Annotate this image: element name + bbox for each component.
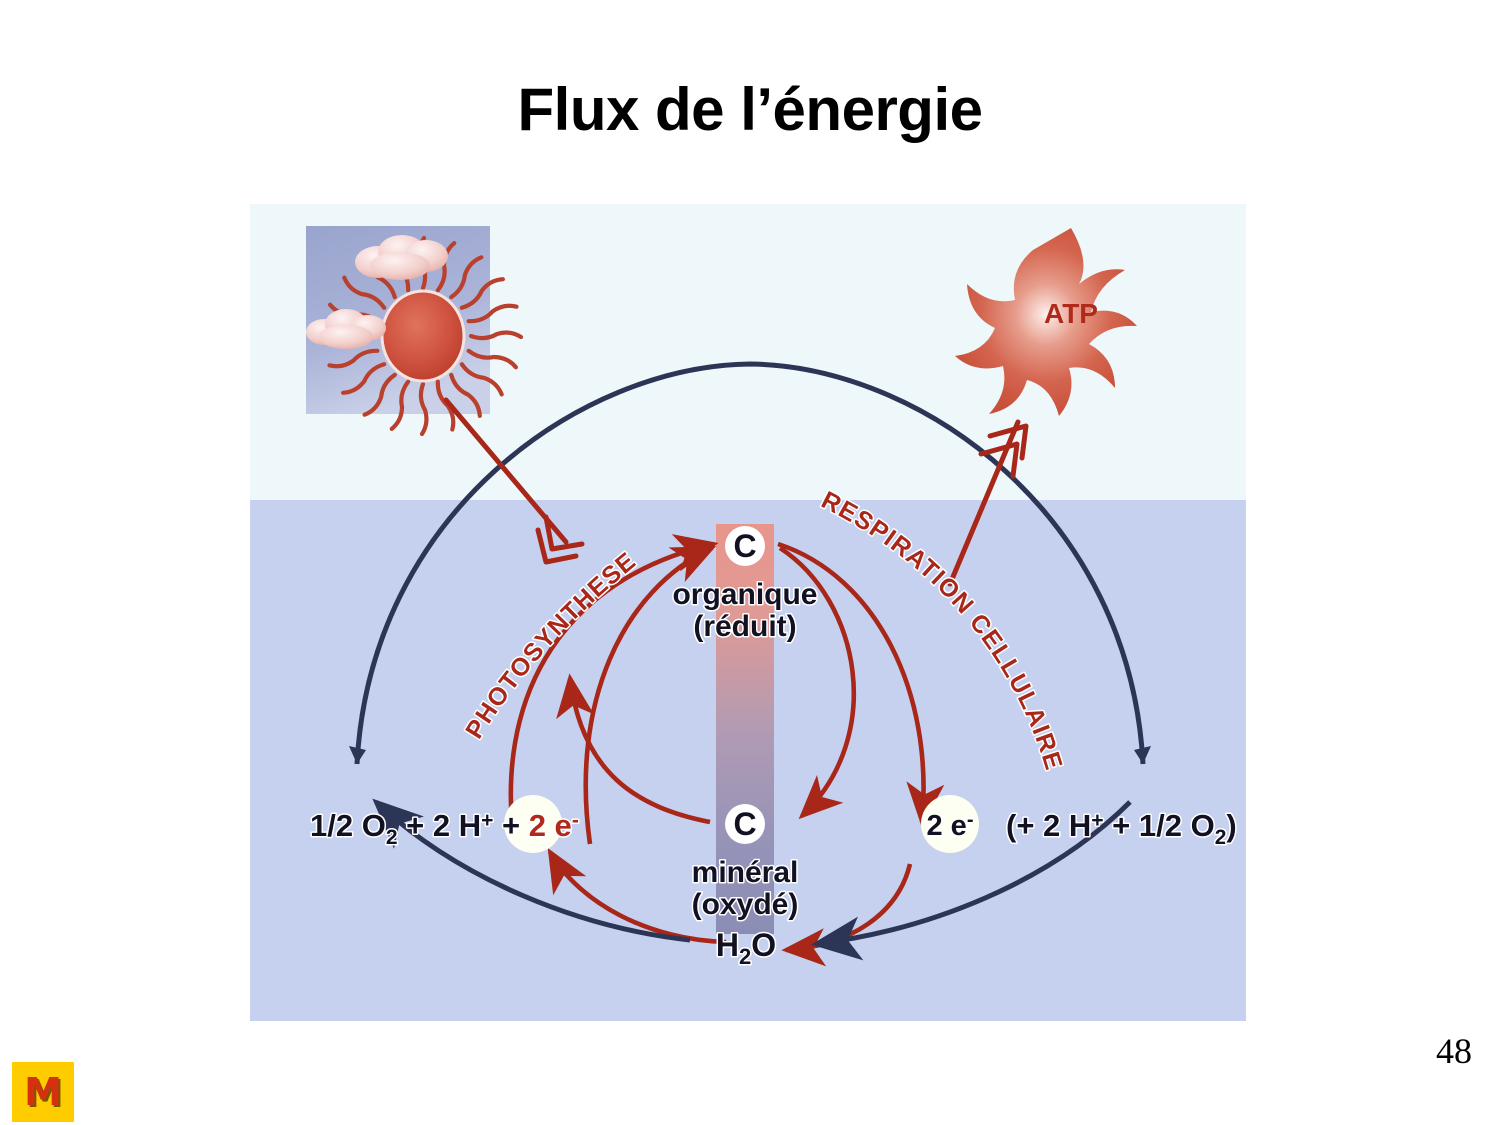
arc-h2o-to-photo bbox=[547, 848, 727, 945]
carbon-organic-node: C organique (réduit) bbox=[671, 526, 819, 645]
carbon-organic-symbol: C bbox=[733, 528, 756, 564]
electron-badge-left bbox=[504, 795, 562, 853]
atp-label: ATP bbox=[1044, 298, 1098, 329]
electron-label-right: 2 e- bbox=[927, 809, 974, 842]
right-equation-group: 2 e- (+ 2 H+ + 1/2 O2) bbox=[921, 795, 1238, 853]
electron-badge-right bbox=[921, 795, 979, 853]
atp-output-arrow bbox=[947, 419, 1029, 587]
sunlight-arrow bbox=[443, 397, 585, 565]
arc-electrons-to-corganic bbox=[583, 545, 717, 845]
arc-corganic-to-electrons-right bbox=[777, 541, 945, 827]
navy-lower-arc-left bbox=[372, 798, 691, 943]
carbon-mineral-badge bbox=[725, 804, 765, 844]
photosynthesis-arcs bbox=[508, 534, 727, 945]
left-equation-group: 1/2 O2 + 2 H+ + 2 e- bbox=[309, 795, 580, 853]
navy-outer-arc-arrow-right bbox=[1134, 746, 1151, 764]
arc-cmineral-to-electrons bbox=[556, 673, 711, 825]
energy-flow-figure: ATP PHOTOSYNTHESE RESPIRATION CE bbox=[250, 204, 1246, 1021]
cloud-upper-icon bbox=[355, 235, 448, 280]
right-equation: (+ 2 H+ + 1/2 O2) bbox=[1006, 808, 1237, 849]
carbon-organic-line1: organique bbox=[672, 578, 817, 611]
arc-corganic-to-cmineral bbox=[778, 546, 857, 820]
navy-outer-arc-arrow-left bbox=[349, 746, 366, 764]
carbon-mineral-line1: minéral bbox=[692, 856, 799, 889]
navy-lower-arc-right bbox=[811, 800, 1132, 961]
arc-electrons-right-to-h2o bbox=[781, 863, 913, 967]
sun-disc-icon bbox=[380, 289, 466, 383]
carbon-organic-line2: (réduit) bbox=[693, 610, 796, 643]
carbon-mineral-node: C minéral (oxydé) bbox=[690, 804, 800, 923]
left-equation: 1/2 O2 + 2 H+ + 2 e- bbox=[310, 808, 579, 849]
carbon-pool-bar bbox=[716, 524, 774, 934]
carbon-organic-badge bbox=[725, 526, 765, 566]
carbon-mineral-symbol: C bbox=[733, 806, 756, 842]
atp-burst-illustration: ATP bbox=[955, 228, 1137, 416]
respiration-arcs bbox=[777, 541, 945, 967]
logo-letter: M bbox=[24, 1070, 62, 1114]
navy-outer-arc bbox=[354, 361, 1146, 765]
corner-logo: M bbox=[12, 1062, 74, 1122]
page-title: Flux de l’énergie bbox=[517, 76, 983, 143]
page-number: 48 bbox=[1436, 1031, 1472, 1071]
carbon-mineral-line2: (oxydé) bbox=[692, 888, 799, 921]
cloud-lower-icon bbox=[306, 309, 386, 349]
water-label: H2O bbox=[716, 927, 776, 969]
sunlight-illustration bbox=[306, 226, 524, 437]
arc-water-to-corganic bbox=[508, 534, 719, 825]
